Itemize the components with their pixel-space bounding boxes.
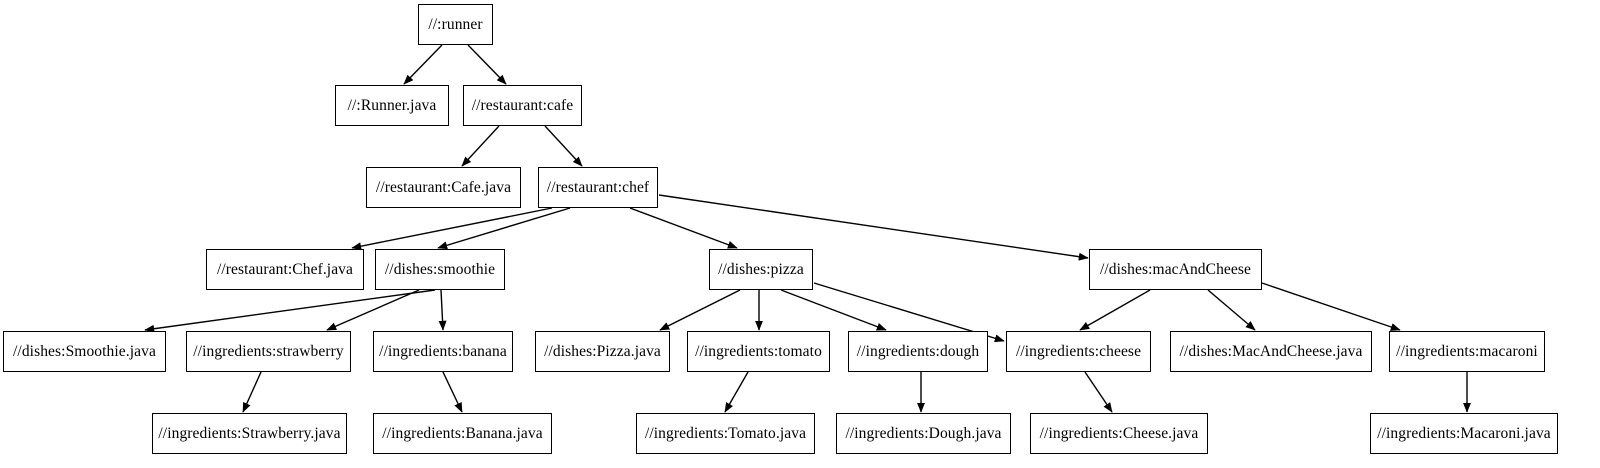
node-dishes_pizza[interactable]: //dishes:pizza: [709, 249, 813, 290]
node-ing_strawberry[interactable]: //ingredients:strawberry: [186, 331, 351, 372]
node-label-ing_tomato: //ingredients:tomato: [695, 342, 822, 360]
edge-dishes_macandcheese-to-macandcheese_java: [1207, 289, 1256, 331]
node-label-restaurant_chef: //restaurant:chef: [546, 178, 650, 196]
node-ing_dough[interactable]: //ingredients:dough: [848, 331, 988, 372]
edge-dishes_smoothie-to-smoothie_java: [144, 289, 436, 333]
node-dishes_macandcheese[interactable]: //dishes:macAndCheese: [1089, 249, 1262, 290]
edge-ing_cheese-to-cheese_java: [1084, 371, 1113, 413]
edge-ing_banana-to-banana_java: [442, 371, 463, 413]
edge-dishes_smoothie-to-ing_banana: [438, 289, 447, 331]
edge-ing_tomato-to-tomato_java: [724, 371, 749, 413]
node-cafe_java[interactable]: //restaurant:Cafe.java: [366, 167, 521, 208]
node-label-runner: //:runner: [428, 15, 483, 33]
edge-ing_strawberry-to-strawberry_java: [242, 371, 262, 413]
node-label-runner_java: //:Runner.java: [347, 96, 437, 114]
edge-restaurant_chef-to-chef_java: [351, 207, 553, 251]
node-label-macaroni_java: //ingredients:Macaroni.java: [1377, 424, 1551, 442]
node-label-chef_java: //restaurant:Chef.java: [216, 260, 354, 278]
node-label-ing_macaroni: //ingredients:macaroni: [1396, 342, 1538, 360]
edge-dishes_smoothie-to-ing_strawberry: [326, 289, 420, 331]
node-banana_java[interactable]: //ingredients:Banana.java: [373, 413, 552, 454]
node-restaurant_chef[interactable]: //restaurant:chef: [538, 167, 658, 208]
node-ing_cheese[interactable]: //ingredients:cheese: [1006, 331, 1151, 372]
node-macandcheese_java[interactable]: //dishes:MacAndCheese.java: [1170, 331, 1372, 372]
node-label-pizza_java: //dishes:Pizza.java: [544, 342, 661, 360]
node-ing_banana[interactable]: //ingredients:banana: [373, 331, 513, 372]
node-label-ing_strawberry: //ingredients:strawberry: [193, 342, 344, 360]
node-dough_java[interactable]: //ingredients:Dough.java: [836, 413, 1011, 454]
edge-runner-to-restaurant_cafe: [467, 44, 507, 85]
node-chef_java[interactable]: //restaurant:Chef.java: [206, 249, 364, 290]
node-ing_macaroni[interactable]: //ingredients:macaroni: [1389, 331, 1545, 372]
edge-restaurant_cafe-to-cafe_java: [461, 125, 500, 167]
edge-restaurant_chef-to-dishes_pizza: [629, 207, 738, 249]
node-runner_java[interactable]: //:Runner.java: [335, 85, 449, 126]
node-label-ing_cheese: //ingredients:cheese: [1015, 342, 1142, 360]
node-tomato_java[interactable]: //ingredients:Tomato.java: [636, 413, 815, 454]
node-label-strawberry_java: //ingredients:Strawberry.java: [158, 424, 341, 442]
edge-restaurant_cafe-to-restaurant_chef: [544, 125, 583, 167]
node-label-dishes_macandcheese: //dishes:macAndCheese: [1099, 260, 1252, 278]
node-label-cheese_java: //ingredients:Cheese.java: [1039, 424, 1199, 442]
edge-dishes_macandcheese-to-ing_cheese: [1079, 289, 1151, 331]
node-smoothie_java[interactable]: //dishes:Smoothie.java: [3, 331, 166, 372]
node-runner[interactable]: //:runner: [418, 4, 493, 45]
node-macaroni_java[interactable]: //ingredients:Macaroni.java: [1370, 413, 1558, 454]
node-label-dishes_smoothie: //dishes:smoothie: [384, 260, 496, 278]
node-restaurant_cafe[interactable]: //restaurant:cafe: [463, 85, 582, 126]
node-pizza_java[interactable]: //dishes:Pizza.java: [535, 331, 670, 372]
node-label-tomato_java: //ingredients:Tomato.java: [644, 424, 807, 442]
node-label-banana_java: //ingredients:Banana.java: [382, 424, 543, 442]
node-dishes_smoothie[interactable]: //dishes:smoothie: [375, 249, 505, 290]
node-label-macandcheese_java: //dishes:MacAndCheese.java: [1179, 342, 1363, 360]
edge-runner-to-runner_java: [403, 44, 443, 85]
edge-dishes_pizza-to-pizza_java: [659, 289, 741, 331]
edge-dishes_pizza-to-ing_dough: [780, 289, 887, 331]
node-label-restaurant_cafe: //restaurant:cafe: [471, 96, 574, 114]
node-label-cafe_java: //restaurant:Cafe.java: [375, 178, 512, 196]
node-label-dough_java: //ingredients:Dough.java: [845, 424, 1002, 442]
node-label-smoothie_java: //dishes:Smoothie.java: [13, 342, 156, 360]
node-label-dishes_pizza: //dishes:pizza: [718, 260, 804, 278]
edge-restaurant_chef-to-dishes_smoothie: [437, 207, 571, 250]
node-cheese_java[interactable]: //ingredients:Cheese.java: [1030, 413, 1208, 454]
node-ing_tomato[interactable]: //ingredients:tomato: [687, 331, 830, 372]
node-label-ing_dough: //ingredients:dough: [856, 342, 980, 360]
node-strawberry_java[interactable]: //ingredients:Strawberry.java: [152, 413, 347, 454]
node-label-ing_banana: //ingredients:banana: [379, 342, 507, 360]
edge-dishes_macandcheese-to-ing_macaroni: [1261, 282, 1401, 331]
